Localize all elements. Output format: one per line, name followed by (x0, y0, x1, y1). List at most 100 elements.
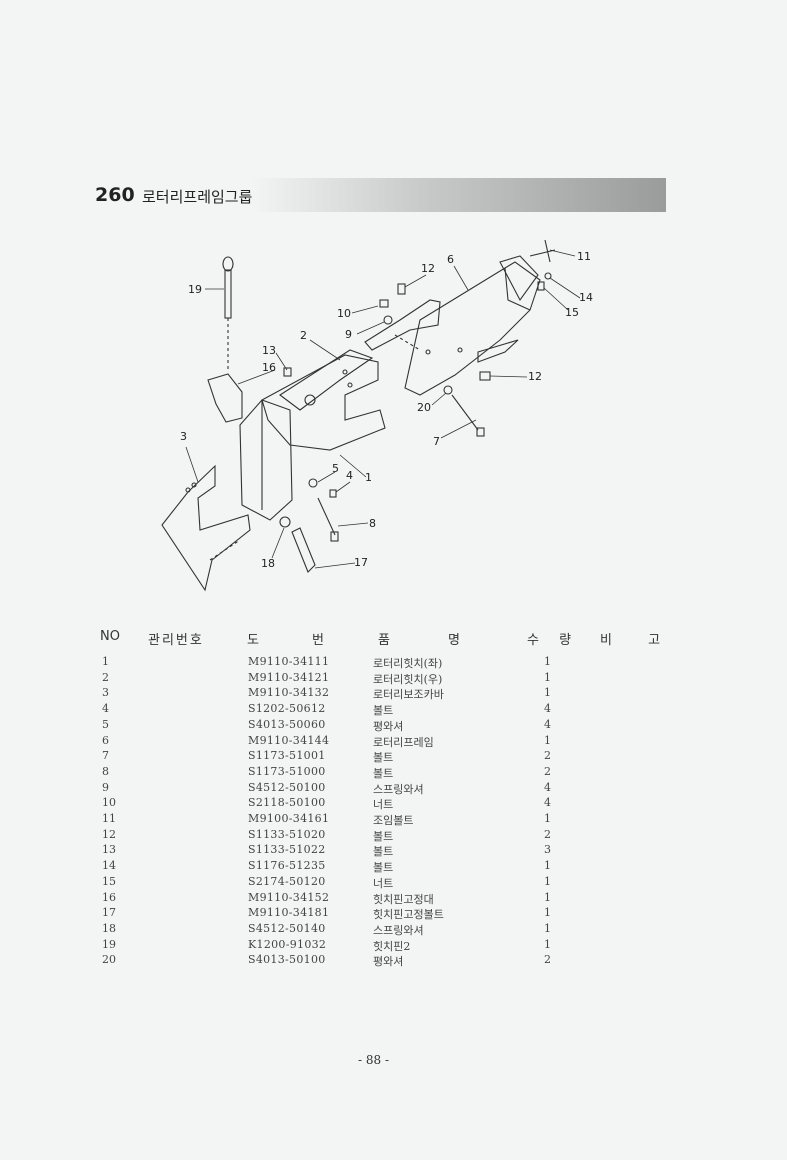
row-part-name: 너트 (373, 876, 394, 890)
row-qty: 4 (544, 796, 551, 810)
callout-18: 18 (261, 557, 275, 570)
row-no: 3 (102, 686, 109, 700)
pin-bracket-drawing (207, 373, 243, 423)
row-no: 2 (102, 670, 109, 684)
row-no: 5 (102, 717, 109, 731)
callout-14: 14 (579, 291, 593, 304)
callout-3: 3 (180, 430, 187, 443)
row-no: 9 (102, 780, 109, 794)
callout-11: 11 (577, 250, 591, 263)
callout-10: 10 (337, 307, 351, 320)
row-part-name: 볼트 (373, 751, 394, 765)
callout-1: 1 (365, 471, 372, 484)
row-part-name: 스프링와셔 (373, 782, 424, 796)
row-qty: 1 (544, 859, 551, 873)
col-remarks: 비 고 (600, 633, 677, 648)
callout-16: 16 (262, 361, 276, 374)
row-qty: 2 (544, 953, 551, 967)
row-no: 8 (102, 764, 109, 778)
col-name-b: 명 (448, 633, 462, 648)
row-part-no: S4013-50100 (248, 953, 326, 967)
row-qty: 1 (544, 906, 551, 920)
row-part-no: S1176-51235 (248, 859, 326, 873)
callout-20: 20 (417, 401, 431, 414)
row-part-no: S1173-51001 (248, 749, 326, 763)
rotary-frame-drawing (404, 261, 541, 396)
hitch-plate-inner-drawing (279, 349, 374, 411)
callout-9: 9 (345, 328, 352, 341)
callout-19: 19 (188, 283, 202, 296)
row-part-name: 로터리힛치(좌) (373, 657, 443, 670)
row-no: 6 (102, 733, 109, 747)
row-qty: 4 (544, 702, 551, 716)
row-part-name: 볼트 (373, 766, 394, 780)
row-qty: 4 (544, 717, 551, 731)
table-row: 5 S4013-50060 평와셔 4 (0, 718, 787, 734)
callout-7: 7 (433, 435, 440, 448)
row-part-no: M9110-34181 (248, 906, 330, 920)
row-part-name: 힛치핀2 (373, 939, 411, 953)
row-part-name: 너트 (373, 798, 394, 812)
col-part-no-b: 번 (312, 633, 326, 648)
row-no: 1 (102, 655, 109, 668)
row-part-name: 볼트 (373, 704, 394, 718)
row-no: 16 (102, 890, 116, 904)
hitch-pin-drawing (222, 256, 234, 370)
callout-6: 6 (447, 253, 454, 266)
callout-13: 13 (262, 344, 276, 357)
row-part-name: 로터리힛치(우) (373, 672, 443, 686)
row-no: 18 (102, 921, 116, 935)
auxiliary-cover-drawing (161, 464, 251, 592)
row-part-no: S1133-51022 (248, 843, 326, 857)
row-qty: 1 (544, 890, 551, 904)
row-part-no: M9100-34161 (248, 812, 330, 825)
row-qty: 4 (544, 780, 551, 794)
row-no: 10 (102, 796, 116, 810)
row-no: 13 (102, 843, 116, 857)
row-part-name: 스프링와셔 (373, 923, 424, 937)
row-part-name: 볼트 (373, 845, 394, 859)
row-part-name: 평와셔 (373, 719, 404, 733)
row-qty: 1 (544, 670, 551, 684)
row-part-name: 볼트 (373, 861, 394, 875)
table-row: 10 S2118-50100 너트 4 (0, 796, 787, 812)
row-no: 12 (102, 827, 116, 841)
row-part-no: S4512-50100 (248, 780, 326, 794)
title-gradient-band (252, 178, 666, 212)
leader-lines (185, 249, 581, 569)
row-qty: 2 (544, 764, 551, 778)
row-part-no: S4512-50140 (248, 921, 326, 935)
callout-8: 8 (369, 517, 376, 530)
row-part-no: S2118-50100 (248, 796, 326, 810)
fastener-drawings (279, 239, 556, 573)
table-row: 14 S1176-51235 볼트 1 (0, 859, 787, 875)
row-qty: 1 (544, 655, 551, 668)
row-part-name: 평와셔 (373, 955, 404, 969)
row-qty: 1 (544, 686, 551, 700)
mount-block-drawing (239, 399, 293, 521)
callout-2: 2 (300, 329, 307, 342)
callout-15: 15 (565, 306, 579, 319)
row-part-no: S1133-51020 (248, 827, 326, 841)
row-no: 17 (102, 906, 116, 920)
row-no: 15 (102, 874, 116, 888)
row-no: 14 (102, 859, 116, 873)
col-part-no-a: 도 (247, 633, 261, 648)
callout-4: 4 (346, 469, 353, 482)
row-part-no: S4013-50060 (248, 717, 326, 731)
col-no: NO (100, 629, 120, 644)
